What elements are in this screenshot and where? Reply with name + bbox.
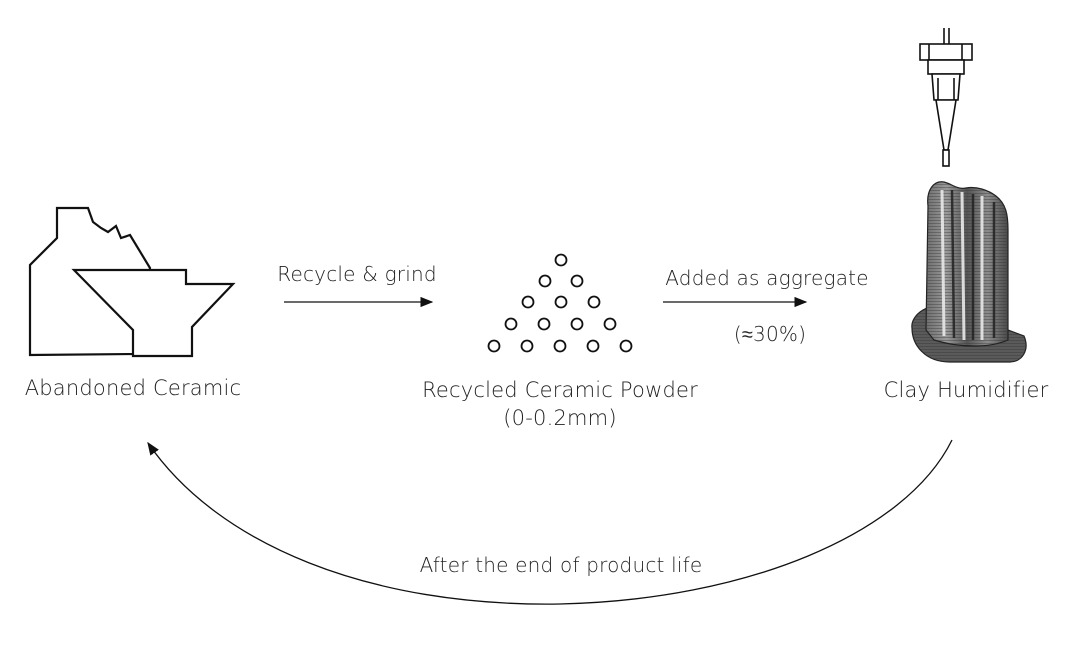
3d-printed-clay-vessel-icon: [911, 28, 1027, 363]
powder-size-label: (0-0.2mm): [503, 406, 617, 430]
aggregate-percent-label: (≈30%): [733, 322, 807, 346]
clay-humidifier-label: Clay Humidifier: [883, 378, 1049, 402]
abandoned-ceramic-label: Abandoned Ceramic: [24, 376, 242, 400]
broken-teapot-outline-icon: [28, 206, 236, 358]
recycle-grind-label: Recycle & grind: [277, 262, 437, 286]
end-of-life-loop-arrow: [147, 439, 953, 605]
circle-particles-pyramid-icon: [487, 253, 633, 353]
recycled-powder-label: Recycled Ceramic Powder: [422, 378, 698, 402]
added-aggregate-label: Added as aggregate: [665, 266, 869, 290]
end-of-life-label: After the end of product life: [419, 553, 703, 577]
